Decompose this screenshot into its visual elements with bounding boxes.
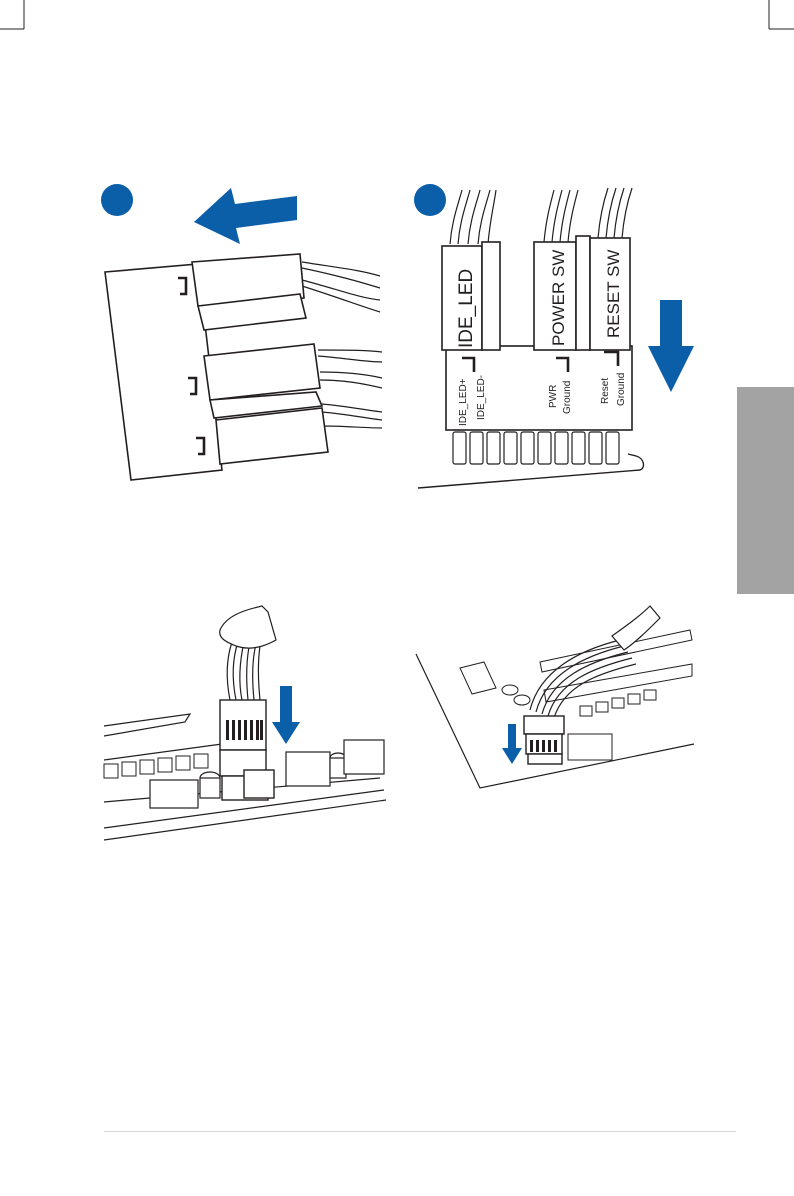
pin-label-ground-2: Ground <box>616 373 627 406</box>
arrow-down-icon-c <box>272 686 300 744</box>
arrow-down-icon-d <box>502 724 522 764</box>
chapter-side-tab <box>737 387 794 594</box>
label-reset-sw: RESET SW <box>604 250 623 338</box>
arrow-down-icon <box>648 300 694 392</box>
label-ide-led: IDE_LED <box>456 269 477 348</box>
pin-label-ide-led-minus: IDE_LED- <box>476 375 487 420</box>
illustration-connector-install-wide <box>416 606 694 788</box>
pin-label-ide-led-plus: IDE_LED+ <box>458 378 469 426</box>
arrow-left-icon <box>194 188 297 244</box>
label-power-sw: POWER SW <box>549 250 568 346</box>
finger-c <box>220 606 276 648</box>
crop-marks <box>0 0 794 29</box>
footer-rule <box>104 1131 736 1132</box>
header-wires <box>450 188 632 244</box>
cable-c <box>227 642 260 700</box>
pin-label-ground-1: Ground <box>562 381 573 414</box>
pin-label-reset: Reset <box>600 378 611 404</box>
plug-c <box>220 700 274 800</box>
header-pins <box>453 432 619 464</box>
illustration-front-panel-header: IDE_LED POWER SW RESET SW IDE_LED+ IDE_L… <box>414 184 694 488</box>
illustration-connector-install-close <box>104 606 386 840</box>
step-badge-2 <box>414 184 446 216</box>
finger-d <box>612 606 660 650</box>
pin-label-pwr: PWR <box>548 385 559 408</box>
illustration-connector-assembly <box>101 184 382 480</box>
step-badge-1 <box>101 184 133 216</box>
